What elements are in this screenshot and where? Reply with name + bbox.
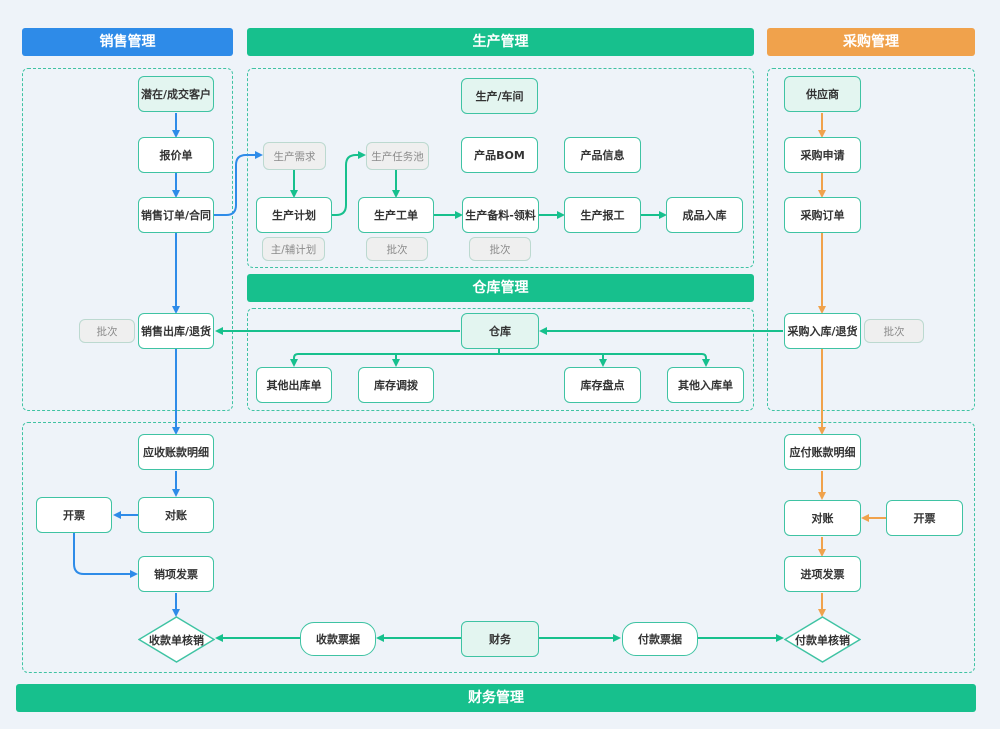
payment-writeoff-node: 付款单核销 bbox=[784, 616, 861, 663]
customer-node: 潜在/成交客户 bbox=[138, 76, 214, 112]
edge-plan-taskpool bbox=[332, 151, 366, 216]
demand-node: 生产需求 bbox=[263, 142, 326, 170]
payable-node: 应付账款明细 bbox=[784, 434, 861, 470]
quote-node: 报价单 bbox=[138, 137, 214, 173]
receipt-bill-node: 收款票据 bbox=[300, 622, 376, 656]
warehouse-header: 仓库管理 bbox=[247, 274, 754, 302]
product-info-node: 产品信息 bbox=[564, 137, 641, 173]
warehouse-node: 仓库 bbox=[461, 313, 539, 349]
supplier-node: 供应商 bbox=[784, 76, 861, 112]
plan-node: 生产计划 bbox=[256, 197, 332, 233]
bom-node: 产品BOM bbox=[461, 137, 538, 173]
warehouse-region bbox=[247, 308, 754, 411]
sales-order-node: 销售订单/合同 bbox=[138, 197, 214, 233]
finance-region bbox=[22, 422, 975, 673]
payment-writeoff-label: 付款单核销 bbox=[795, 633, 850, 647]
stocktake-node: 库存盘点 bbox=[564, 367, 641, 403]
purchase-order-node: 采购订单 bbox=[784, 197, 861, 233]
other-in-node: 其他入库单 bbox=[667, 367, 744, 403]
material-node: 生产备料-领料 bbox=[462, 197, 539, 233]
main-sub-plan-node: 主/辅计划 bbox=[262, 237, 325, 261]
purchase-request-node: 采购申请 bbox=[784, 137, 861, 173]
finance-header: 财务管理 bbox=[16, 684, 976, 712]
work-order-batch-node: 批次 bbox=[366, 237, 428, 261]
work-order-node: 生产工单 bbox=[358, 197, 434, 233]
task-pool-node: 生产任务池 bbox=[366, 142, 429, 170]
finished-in-node: 成品入库 bbox=[666, 197, 743, 233]
edge-warehouse-branch bbox=[293, 353, 707, 365]
transfer-node: 库存调拨 bbox=[358, 367, 434, 403]
sales-invoice-node: 开票 bbox=[36, 497, 112, 533]
material-batch-node: 批次 bbox=[469, 237, 531, 261]
finance-node: 财务 bbox=[461, 621, 539, 657]
purchase-batch-node: 批次 bbox=[864, 319, 924, 343]
sales-batch-node: 批次 bbox=[79, 319, 135, 343]
sales-outbound-node: 销售出库/退货 bbox=[138, 313, 214, 349]
purchase-invoice-node: 开票 bbox=[886, 500, 963, 536]
edge-invoice-output bbox=[73, 533, 138, 578]
purchase-inbound-node: 采购入库/退货 bbox=[784, 313, 861, 349]
input-invoice-node: 进项发票 bbox=[784, 556, 861, 592]
payment-bill-node: 付款票据 bbox=[622, 622, 698, 656]
purchase-reconcile-node: 对账 bbox=[784, 500, 861, 536]
production-region bbox=[247, 68, 754, 268]
other-out-node: 其他出库单 bbox=[256, 367, 332, 403]
receipt-writeoff-label: 收款单核销 bbox=[149, 633, 204, 647]
receivable-node: 应收账款明细 bbox=[138, 434, 214, 470]
edge-order-demand bbox=[214, 151, 263, 216]
sales-reconcile-node: 对账 bbox=[138, 497, 214, 533]
purchase-region bbox=[767, 68, 975, 411]
sales-header: 销售管理 bbox=[22, 28, 233, 56]
report-node: 生产报工 bbox=[564, 197, 641, 233]
workshop-node: 生产/车间 bbox=[461, 78, 538, 114]
purchase-header: 采购管理 bbox=[767, 28, 975, 56]
output-invoice-node: 销项发票 bbox=[138, 556, 214, 592]
sales-region bbox=[22, 68, 233, 411]
production-header: 生产管理 bbox=[247, 28, 754, 56]
receipt-writeoff-node: 收款单核销 bbox=[138, 616, 215, 663]
